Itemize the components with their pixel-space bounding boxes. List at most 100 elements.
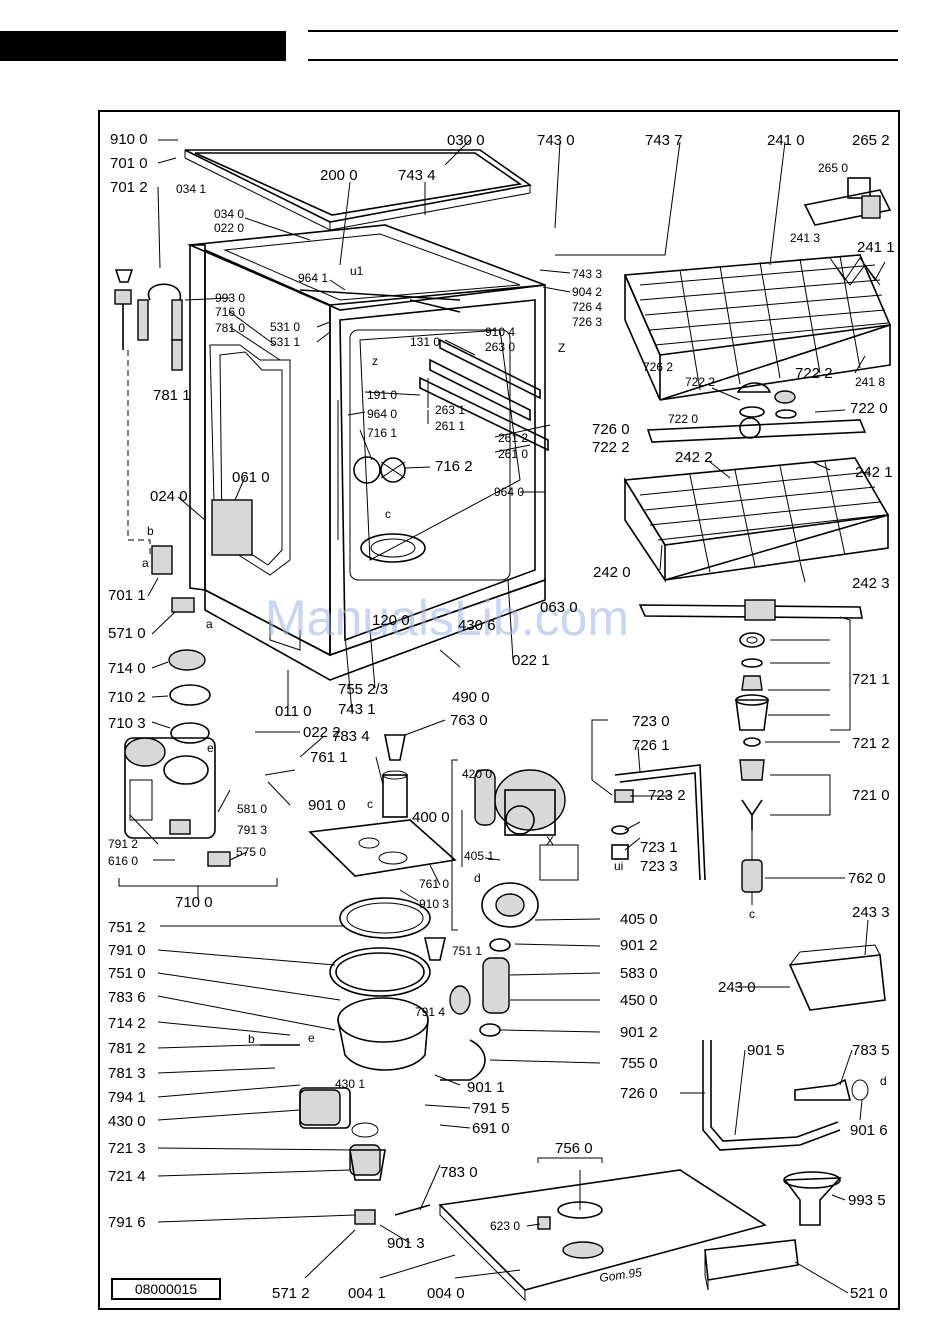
label-723-2: 723 2 [648,787,686,804]
label-531-1: 531 1 [270,335,300,349]
label-716-2: 716 2 [435,458,473,475]
label-726-2: 726 2 [643,360,673,374]
label-762-0: 762 0 [848,870,886,887]
label-910-3: 910 3 [419,897,449,911]
label-022-0: 022 0 [214,221,244,235]
letter-d-1: d [474,871,481,885]
label-791-2: 791 2 [108,837,138,851]
label-763-0: 763 0 [450,712,488,729]
letter-c-1: c [385,507,391,521]
label-420-0: 420 0 [462,767,492,781]
label-405-0: 405 0 [620,911,658,928]
letter-d-2: d [880,1074,887,1088]
label-261-0: 261 0 [498,447,528,461]
label-781-1: 781 1 [153,387,191,404]
feed-pipe-drawing [611,764,706,881]
label-242-2: 242 2 [675,449,713,466]
label-241-0: 241 0 [767,132,805,149]
label-791-0: 791 0 [108,942,146,959]
label-993-5: 993 5 [848,1192,886,1209]
label-701-1: 701 1 [108,587,146,604]
label-743-3: 743 3 [572,267,602,281]
label-450-0: 450 0 [620,992,658,1009]
label-781-2: 781 2 [108,1040,146,1057]
label-242-0: 242 0 [593,564,631,581]
label-022-1: 022 1 [512,652,550,669]
label-901-2-b: 901 2 [620,1024,658,1041]
label-901-3: 901 3 [387,1235,425,1252]
label-722-0-a: 722 0 [850,400,888,417]
label-723-0: 723 0 [632,713,670,730]
label-721-1: 721 1 [852,671,890,688]
label-242-3: 242 3 [852,575,890,592]
label-743-0: 743 0 [537,132,575,149]
label-791-4: 791 4 [415,1005,445,1019]
label-004-0: 004 0 [427,1285,465,1302]
document-number: 08000015 [111,1278,221,1300]
label-993-0: 993 0 [215,291,245,305]
label-581-0: 581 0 [237,802,267,816]
label-263-0: 263 0 [485,340,515,354]
letter-b-2: b [248,1032,255,1046]
label-783-4: 783 4 [332,728,370,745]
label-430-1: 430 1 [335,1077,365,1091]
label-756-0: 756 0 [555,1140,593,1157]
label-571-0: 571 0 [108,625,146,642]
label-241-1: 241 1 [857,239,895,256]
label-200-0: 200 0 [320,167,358,184]
label-521-0: 521 0 [850,1285,888,1302]
label-751-0: 751 0 [108,965,146,982]
label-241-8: 241 8 [855,375,885,389]
label-964-0-a: 964 0 [367,407,397,421]
label-726-4: 726 4 [572,300,602,314]
letter-e-1: e [207,741,214,755]
upper-basket-drawing [623,177,892,443]
label-265-0: 265 0 [818,161,848,175]
label-583-0: 583 0 [620,965,658,982]
label-061-0: 061 0 [232,469,270,486]
label-726-1: 726 1 [632,737,670,754]
label-714-2: 714 2 [108,1015,146,1032]
label-191-0: 191 0 [367,388,397,402]
label-030-0: 030 0 [447,132,485,149]
label-901-1: 901 1 [467,1079,505,1096]
letter-z-2: Z [558,341,565,355]
label-261-2: 261 2 [498,431,528,445]
label-721-3: 721 3 [108,1140,146,1157]
label-243-0: 243 0 [718,979,756,996]
letter-ui: ui [614,859,623,873]
label-743-4: 743 4 [398,167,436,184]
spray-hub-column [735,632,769,905]
label-761-0: 761 0 [419,877,449,891]
label-710-2: 710 2 [108,689,146,706]
label-791-3: 791 3 [237,823,267,837]
reference-letters: a b a c c c d d e e z Z X u1 ui b [142,264,887,1088]
label-901-6: 901 6 [850,1122,888,1139]
label-722-2-c: 722 2 [592,439,630,456]
label-716-0: 716 0 [215,305,245,319]
label-761-1: 761 1 [310,749,348,766]
label-781-3: 781 3 [108,1065,146,1082]
label-400-0: 400 0 [412,809,450,826]
label-721-4: 721 4 [108,1168,146,1185]
label-571-2: 571 2 [272,1285,310,1302]
label-755-0: 755 0 [620,1055,658,1072]
label-063-0: 063 0 [540,599,578,616]
label-904-2: 904 2 [572,285,602,299]
letter-c-3: c [749,907,755,921]
label-743-1: 743 1 [338,701,376,718]
letter-a-1: a [206,617,213,631]
label-716-1: 716 1 [367,426,397,440]
label-794-1: 794 1 [108,1089,146,1106]
diagram-frame [98,110,900,1310]
label-783-0: 783 0 [440,1164,478,1181]
label-723-1: 723 1 [640,839,678,856]
label-024-0: 024 0 [150,488,188,505]
part-labels: 910 0 701 0 034 1 701 2 030 0 743 0 743 … [108,131,895,1302]
header-black-bar [0,31,286,61]
label-783-5: 783 5 [852,1042,890,1059]
label-265-2: 265 2 [852,132,890,149]
letter-b-1: b [147,524,154,538]
label-261-1: 261 1 [435,419,465,433]
